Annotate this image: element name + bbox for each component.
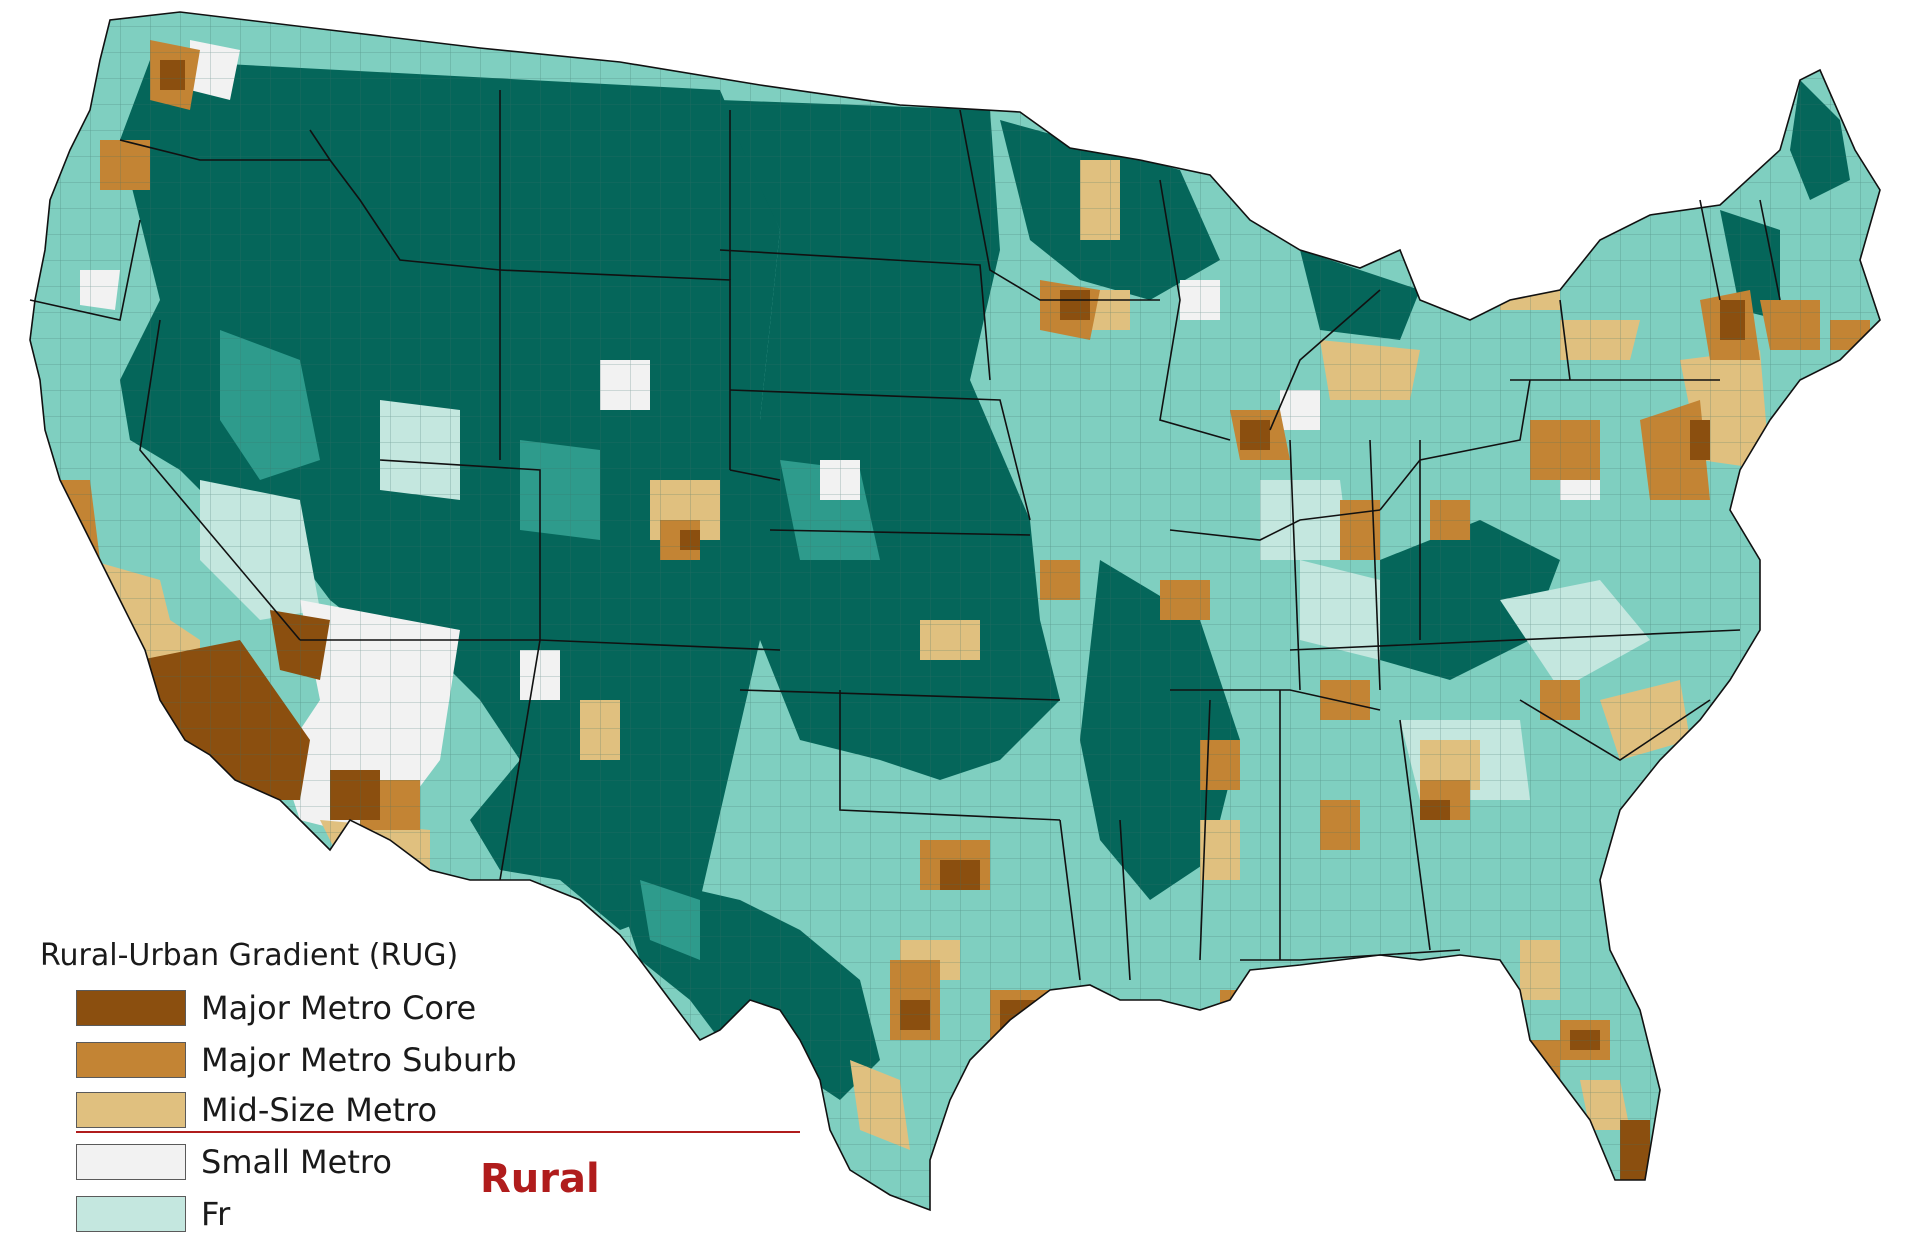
rural-section-label: Rural — [480, 1156, 600, 1202]
legend-label: Major Metro Core — [201, 989, 477, 1027]
legend-item-small-metro: Small Metro — [76, 1140, 776, 1184]
legend-label: Major Metro Suburb — [201, 1041, 517, 1079]
legend-title: Rural-Urban Gradient (RUG) — [40, 938, 459, 973]
legend-swatch-major-metro-suburb — [76, 1042, 186, 1078]
legend-item-mid-size-metro: Mid-Size Metro — [76, 1088, 776, 1132]
urban-rural-divider — [76, 1131, 800, 1133]
legend-item-major-metro-suburb: Major Metro Suburb — [76, 1038, 776, 1082]
legend-swatch-small-metro — [76, 1144, 186, 1180]
legend-swatch-mid-size-metro — [76, 1092, 186, 1128]
legend-label: Small Metro — [201, 1143, 392, 1181]
legend-label: Fr — [201, 1195, 231, 1233]
legend-item-major-metro-core: Major Metro Core — [76, 986, 776, 1030]
legend-swatch-major-metro-core — [76, 990, 186, 1026]
legend-item-fringe: Fr — [76, 1192, 776, 1236]
legend-swatch-fringe — [76, 1196, 186, 1232]
legend-label: Mid-Size Metro — [201, 1091, 438, 1129]
state-borders — [29, 11, 1881, 1211]
map-legend: Rural-Urban Gradient (RUG) Major Metro C… — [40, 938, 820, 1233]
